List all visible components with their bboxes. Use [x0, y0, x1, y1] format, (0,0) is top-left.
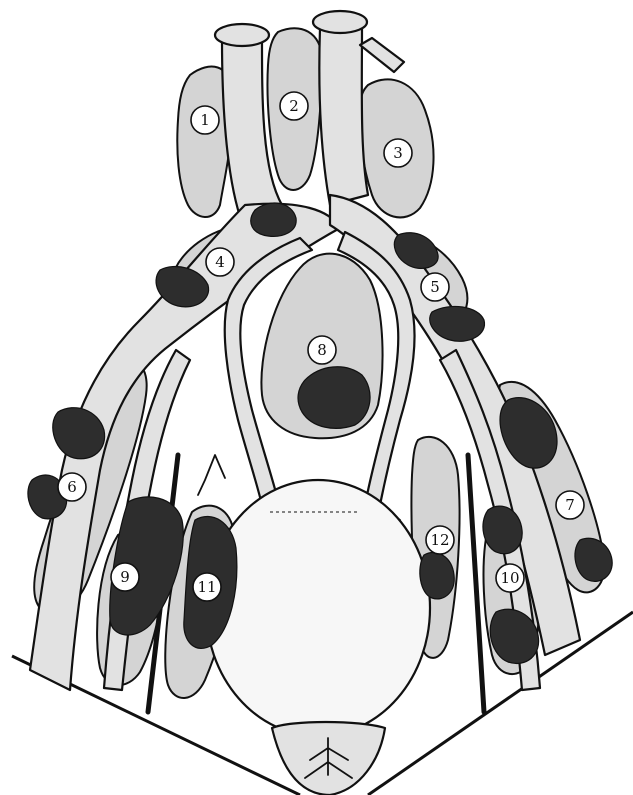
metastasis-node-8	[298, 367, 370, 429]
aorta	[319, 28, 368, 205]
svg-text:4: 4	[215, 253, 225, 271]
label-7: 7	[556, 491, 584, 519]
svg-text:6: 6	[67, 478, 77, 496]
label-1: 1	[191, 106, 219, 134]
svg-text:2: 2	[289, 97, 299, 115]
metastasis-node-7-lower	[575, 538, 612, 581]
label-2: 2	[280, 92, 308, 120]
svg-text:11: 11	[197, 578, 216, 596]
ureter-right	[468, 455, 484, 712]
bladder	[206, 480, 430, 736]
svg-text:1: 1	[200, 111, 210, 129]
vena-cava-opening	[215, 24, 269, 46]
label-3: 3	[384, 139, 412, 167]
label-10: 10	[496, 564, 524, 592]
label-8: 8	[308, 336, 336, 364]
terminal-branch-left-2	[198, 455, 225, 495]
svg-text:3: 3	[393, 144, 403, 162]
label-12: 12	[426, 526, 454, 554]
svg-text:9: 9	[120, 568, 130, 586]
label-6: 6	[58, 473, 86, 501]
svg-text:10: 10	[500, 569, 519, 587]
small-vessel-stub	[360, 38, 404, 72]
svg-text:7: 7	[565, 496, 575, 514]
label-4: 4	[206, 248, 234, 276]
svg-text:12: 12	[430, 531, 449, 549]
label-11: 11	[193, 573, 221, 601]
label-9: 9	[111, 563, 139, 591]
svg-text:8: 8	[317, 341, 327, 359]
aorta-opening	[313, 11, 367, 33]
svg-text:5: 5	[430, 278, 440, 296]
metastasis-node-4-upper	[251, 203, 296, 236]
label-5: 5	[421, 273, 449, 301]
